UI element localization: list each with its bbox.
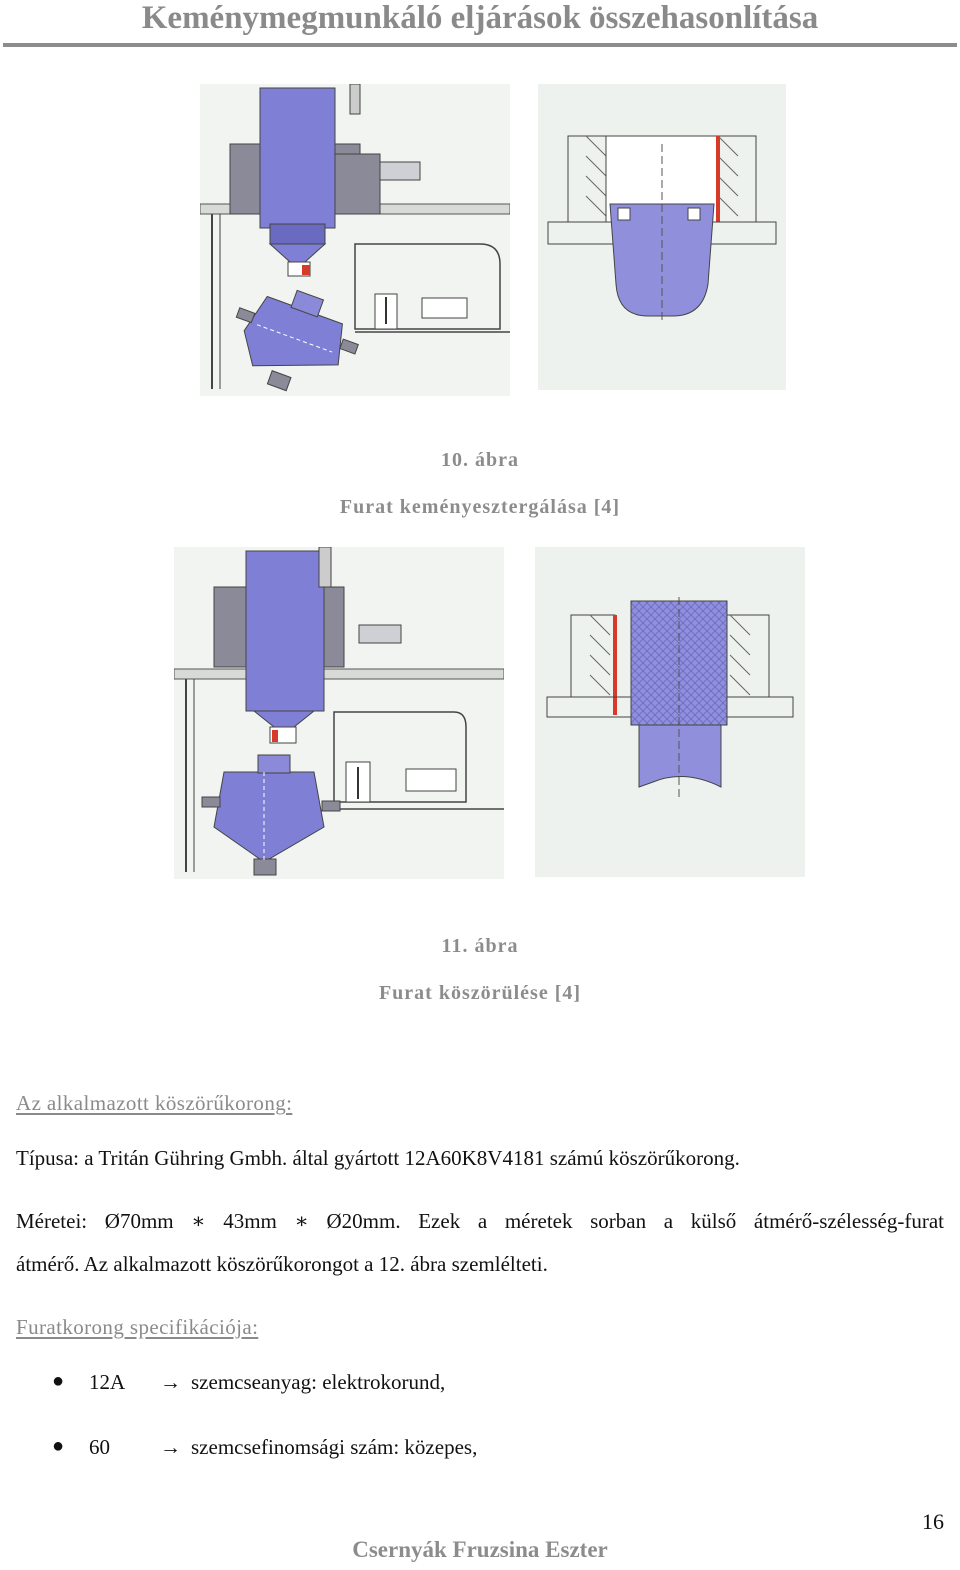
spec-code: 12A bbox=[89, 1370, 126, 1394]
spec-description: szemcsefinomsági szám: közepes, bbox=[191, 1435, 478, 1459]
figure-11-machine-image bbox=[173, 546, 505, 879]
figure-10-bore-turning-detail bbox=[538, 84, 786, 390]
wheel-dimensions-line-1: Méretei: Ø70mm ∗ 43mm ∗ Ø20mm. Ezek a mé… bbox=[16, 1209, 944, 1233]
figure-10-machine-image bbox=[199, 83, 511, 396]
arrow-right-icon: → bbox=[160, 1370, 181, 1394]
bullet-icon: ● bbox=[52, 1435, 65, 1457]
section-heading-wheel-spec: Furatkorong specifikációja: bbox=[16, 1315, 259, 1339]
spec-list-item: ● 60 → szemcsefinomsági szám: közepes, bbox=[0, 1435, 960, 1465]
figure-10-caption: Furat keményesztergálása [4] bbox=[339, 496, 621, 518]
wheel-dimensions-line-2: átmérő. Az alkalmazott köszörűkorongot a… bbox=[16, 1252, 548, 1276]
page-number: 16 bbox=[922, 1509, 944, 1534]
footer-author: Csernyák Fruzsina Eszter bbox=[352, 1537, 608, 1562]
wheel-type-line: Típusa: a Tritán Gühring Gmbh. által gyá… bbox=[16, 1146, 740, 1170]
bullet-icon: ● bbox=[52, 1370, 65, 1392]
spec-code: 60 bbox=[89, 1435, 110, 1459]
page-header-title: Keménymegmunkáló eljárások összehasonlít… bbox=[141, 0, 819, 36]
header-divider bbox=[3, 43, 957, 47]
spec-description: szemcseanyag: elektrokorund, bbox=[191, 1370, 446, 1394]
figure-11-caption: Furat köszörülése [4] bbox=[378, 982, 582, 1004]
figure-11-bore-grinding-detail bbox=[535, 547, 805, 877]
spec-list-item: ● 12A → szemcseanyag: elektrokorund, bbox=[0, 1370, 960, 1400]
section-heading-grinding-wheel: Az alkalmazott köszörűkorong: bbox=[16, 1091, 293, 1115]
figure-10-number: 10. ábra bbox=[441, 449, 519, 471]
figure-11-number: 11. ábra bbox=[441, 935, 519, 957]
arrow-right-icon: → bbox=[160, 1435, 181, 1459]
